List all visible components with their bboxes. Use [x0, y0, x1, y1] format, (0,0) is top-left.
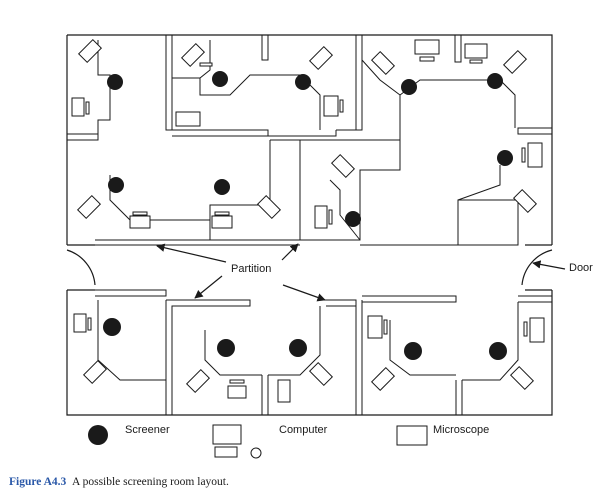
screeners — [103, 71, 513, 360]
legend-screener-label: Screener — [125, 424, 170, 436]
microscope-icon — [509, 365, 535, 391]
computer-icon — [211, 211, 233, 229]
microscope-icon — [370, 50, 396, 76]
microscope-icon — [370, 366, 396, 392]
microscope-icon — [502, 49, 528, 75]
partitions — [67, 35, 553, 416]
computer-icon — [175, 62, 213, 127]
microscope-icon — [256, 194, 282, 220]
door-arrow — [532, 260, 566, 270]
figure-caption: Figure A4.3 A possible screening room la… — [9, 476, 229, 488]
computer-icon — [521, 142, 543, 168]
computer-icon — [73, 313, 92, 333]
screener-icon — [107, 74, 123, 90]
partition-label: Partition — [231, 263, 271, 275]
legend-screener-icon — [88, 425, 108, 445]
computer-icon — [414, 39, 440, 62]
screener-icon — [489, 342, 507, 360]
figure-label: Figure A4.3 — [9, 476, 67, 488]
caption-text: A possible screening room layout. — [72, 476, 229, 488]
screener-icon — [345, 211, 361, 227]
screener-icon — [401, 79, 417, 95]
floor-plan: Partition Door Screener Computer Microsc… — [66, 34, 593, 459]
microscope-icon — [330, 153, 356, 179]
legend-computer-icon — [212, 424, 262, 459]
screener-icon — [214, 179, 230, 195]
computer-icon — [464, 43, 488, 64]
computer-icon — [323, 95, 344, 117]
screener-icon — [108, 177, 124, 193]
door-label: Door — [569, 262, 593, 274]
microscope-icon — [180, 42, 206, 68]
computer-icon — [523, 317, 545, 343]
screener-icon — [217, 339, 235, 357]
microscope-icon — [512, 188, 538, 214]
microscope-icon — [82, 359, 108, 385]
computers — [71, 39, 545, 403]
partition-arrows — [156, 243, 326, 302]
computer-icon — [314, 205, 333, 229]
computer-icon — [277, 379, 291, 403]
legend-microscope-icon — [396, 425, 428, 446]
screener-icon — [295, 74, 311, 90]
legend-computer-label: Computer — [279, 424, 328, 436]
screener-icon — [404, 342, 422, 360]
legend-microscope-label: Microscope — [433, 424, 489, 436]
microscopes — [76, 38, 538, 394]
legend: Screener Computer Microscope — [88, 424, 489, 459]
computer-icon — [227, 379, 247, 399]
computer-icon — [129, 211, 151, 229]
screener-icon — [497, 150, 513, 166]
screener-icon — [103, 318, 121, 336]
computer-icon — [367, 315, 388, 339]
computer-icon — [71, 97, 90, 117]
microscope-icon — [77, 38, 103, 64]
screener-icon — [487, 73, 503, 89]
screener-icon — [289, 339, 307, 357]
microscope-icon — [76, 194, 102, 220]
desk-outlines — [97, 40, 519, 381]
microscope-icon — [308, 45, 334, 71]
microscope-icon — [185, 368, 211, 394]
screener-icon — [212, 71, 228, 87]
microscope-icon — [308, 361, 334, 387]
